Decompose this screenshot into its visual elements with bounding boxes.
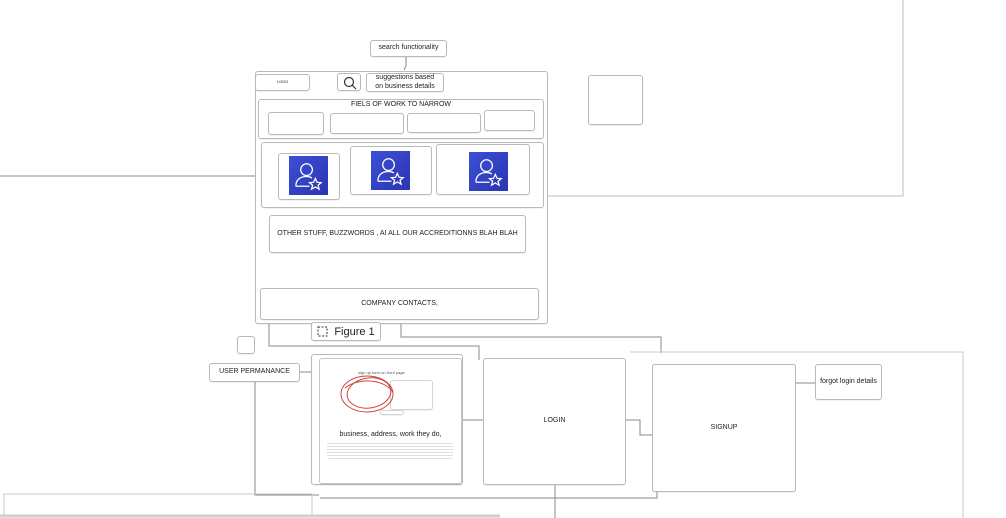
logo-text: LOGO	[276, 79, 289, 85]
accreditations-text: OTHER STUFF, BUZZWORDS , AI ALL OUR ACCR…	[277, 229, 518, 237]
profile-avatar-3	[469, 152, 508, 191]
company-contacts-text: COMPANY CONTACTS,	[361, 299, 438, 307]
signup-mini-button	[380, 410, 404, 415]
red-scribble-annotation	[340, 375, 394, 413]
connector-search-to-suggestions	[403, 56, 407, 71]
note-suggestions[interactable]: suggestions based on business details	[366, 73, 444, 92]
empty-sticky-note[interactable]	[588, 75, 643, 125]
right-frame-outline	[630, 351, 964, 518]
note-user-permanance-text: USER PERMANANCE	[219, 368, 290, 376]
business-caption: business, address, work they do,	[339, 431, 442, 438]
figure-label-text: Figure 1	[334, 325, 375, 338]
company-contacts-panel[interactable]: COMPANY CONTACTS,	[260, 288, 539, 320]
note-search-functionality[interactable]: search functionality	[370, 40, 447, 57]
signup-form-title: sign up form on front page	[358, 370, 405, 375]
login-screen[interactable]: LOGIN	[483, 358, 626, 485]
profile-avatar-1	[289, 156, 328, 195]
note-search-text: search functionality	[378, 44, 439, 52]
signup-fineprint-block	[327, 441, 453, 459]
small-empty-box[interactable]	[237, 336, 255, 354]
figure-label[interactable]: Figure 1	[311, 322, 381, 341]
note-suggestions-text: suggestions based on business details	[375, 74, 435, 90]
search-button[interactable]	[337, 73, 361, 91]
user-star-icon	[475, 159, 503, 187]
note-user-permanance[interactable]: USER PERMANANCE	[209, 363, 300, 382]
connector-permanance-down	[254, 380, 319, 496]
frame-outline	[547, 0, 904, 197]
signup-label: SIGNUP	[710, 423, 738, 431]
signup-screen[interactable]: SIGNUP	[652, 364, 796, 492]
figure-frame-icon	[317, 326, 328, 337]
user-star-icon	[295, 163, 323, 191]
bottom-left-frame	[3, 493, 313, 518]
note-forgot-login[interactable]: forgot login details	[815, 364, 882, 400]
profile-avatar-2	[371, 151, 410, 190]
accreditations-panel[interactable]: OTHER STUFF, BUZZWORDS , AI ALL OUR ACCR…	[269, 215, 526, 253]
signup-form-inner	[319, 358, 462, 484]
search-icon	[343, 76, 357, 90]
user-star-icon	[377, 158, 405, 186]
logo-placeholder[interactable]: LOGO	[255, 74, 310, 91]
field-filter-2[interactable]	[330, 113, 404, 134]
login-label: LOGIN	[543, 417, 566, 425]
connector-signup-bottom	[320, 491, 658, 499]
signup-mini-field-right	[390, 380, 433, 410]
field-filter-4[interactable]	[484, 110, 535, 131]
connector-wireframe-bottom	[400, 322, 662, 353]
note-forgot-login-text: forgot login details	[820, 377, 877, 385]
fields-of-work-title: FIELS OF WORK TO NARROW	[350, 101, 452, 108]
field-filter-3[interactable]	[407, 113, 481, 133]
connector-wireframe-left	[268, 322, 480, 360]
field-filter-1[interactable]	[268, 112, 324, 135]
connector-login-to-signup	[626, 419, 652, 436]
